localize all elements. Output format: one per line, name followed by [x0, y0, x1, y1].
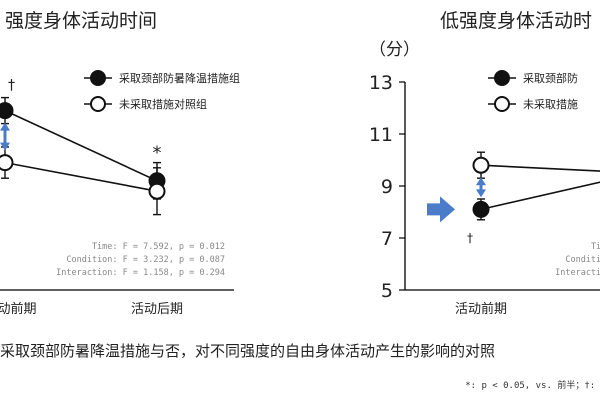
- legend-label: 采取颈部防: [523, 71, 578, 85]
- x-category-label: 动前期: [0, 301, 37, 317]
- chart-title: 强度身体活动时间: [5, 10, 157, 32]
- series-line: [4, 161, 158, 192]
- legend-label: 未采取措施对照组: [119, 97, 207, 111]
- figure-caption: 采取颈部防暑降温措施与否，对不同强度的自由身体活动产生的影响的对照: [0, 342, 496, 360]
- stats-line: Interaction: F = 1.158, p = 0.294: [56, 268, 225, 278]
- x-category-label: 活动前期: [455, 301, 507, 317]
- legend-label: 未采取措施: [523, 97, 578, 111]
- indicator-arrow: [427, 196, 455, 223]
- data-point: [0, 102, 14, 120]
- y-tick-label: 13: [369, 72, 393, 94]
- y-axis-label: （分）: [369, 40, 420, 60]
- legend-label: 采取颈部防暑降温措施组: [119, 71, 240, 85]
- stats-line: Condition: F = 3.232, p = 0.087: [66, 255, 225, 265]
- stats-line: Time: F = 7.592, p = 0.012: [92, 242, 225, 252]
- footnote: *: p < 0.05, vs. 前半；†: p: [465, 381, 600, 391]
- dagger-annotation: †: [8, 78, 15, 94]
- legend-marker: [494, 70, 510, 86]
- stats-line: Interaction: F =: [555, 268, 600, 278]
- y-tick-label: 11: [369, 124, 393, 146]
- series-line: [480, 181, 600, 211]
- chart-panel-right: 低强度身体活动时1311975（分）活动前期活†采取颈部防未采取措施Time: …: [369, 10, 600, 317]
- series-line: [4, 109, 158, 182]
- data-point: [472, 156, 490, 174]
- difference-arrow-head: [0, 142, 10, 151]
- stats-line: Time: F =: [591, 242, 600, 252]
- series-line: [480, 164, 600, 172]
- chart-title: 低强度身体活动时: [440, 10, 592, 32]
- y-tick-label: 9: [381, 176, 393, 198]
- legend-marker: [494, 96, 510, 112]
- data-point: [0, 154, 14, 172]
- data-point: [472, 200, 490, 218]
- y-tick-label: 5: [381, 280, 393, 302]
- x-category-label: 活动后期: [131, 302, 183, 317]
- asterisk-annotation: *: [153, 143, 162, 164]
- y-tick-label: 7: [381, 228, 393, 250]
- difference-arrow-head: [0, 122, 10, 131]
- dagger-annotation: †: [467, 231, 473, 245]
- stats-line: Condition: F =: [565, 255, 600, 265]
- data-point: [148, 182, 166, 200]
- difference-arrow-head: [476, 177, 486, 186]
- legend-marker: [90, 96, 106, 112]
- legend-marker: [90, 70, 106, 86]
- difference-arrow-head: [476, 189, 486, 198]
